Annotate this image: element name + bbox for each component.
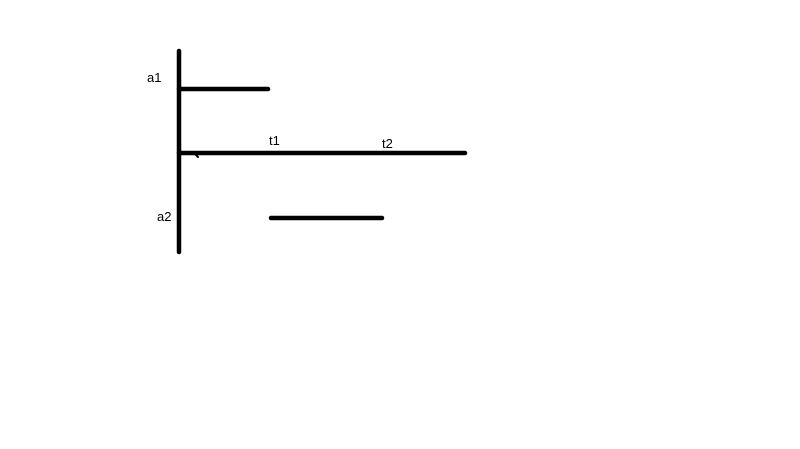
label-t2: t2 (382, 136, 393, 151)
label-a2: a2 (157, 209, 171, 224)
origin-tick-mark (195, 154, 199, 158)
label-a1: a1 (147, 70, 161, 85)
label-t1: t1 (269, 133, 280, 148)
